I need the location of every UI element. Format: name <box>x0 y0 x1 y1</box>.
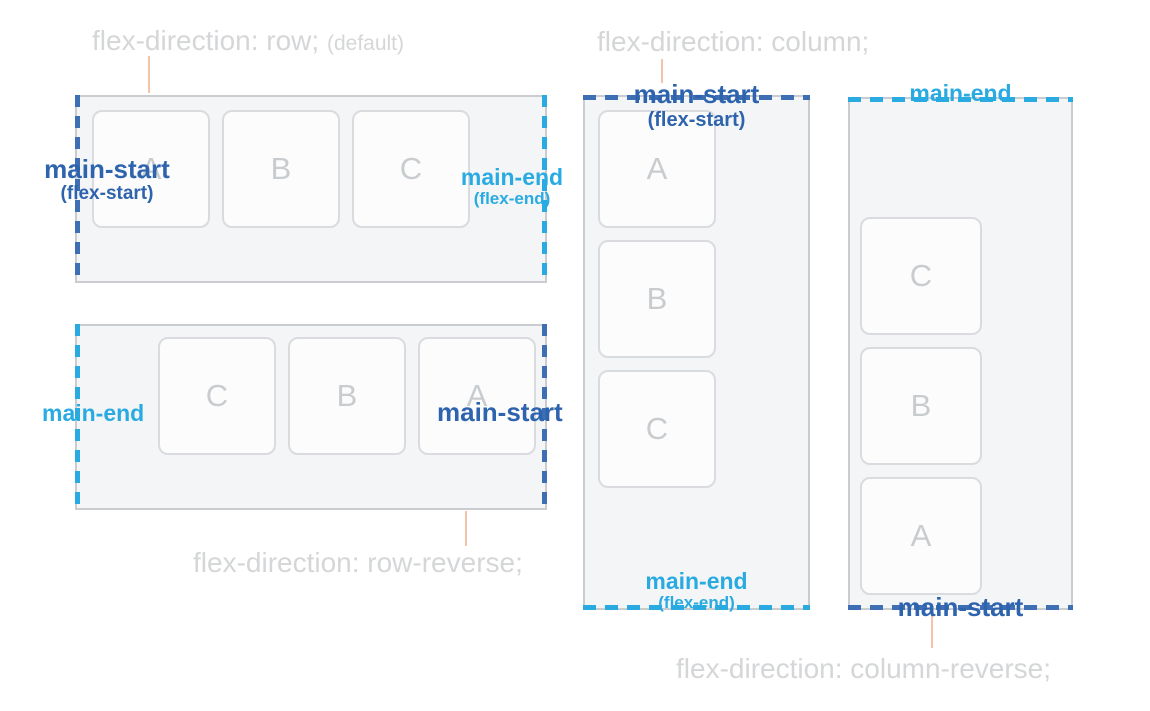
main-end-text: main-end <box>645 568 748 594</box>
flex-item: A <box>92 110 210 228</box>
flex-item: C <box>352 110 470 228</box>
main-start-label-row: main-start (flex-start) <box>28 155 186 204</box>
item-letter: A <box>466 378 488 413</box>
flex-item: A <box>860 477 982 595</box>
main-start-edge-column-reverse <box>848 605 1073 610</box>
main-start-text: main-start <box>633 79 760 109</box>
main-end-edge-column-reverse <box>848 97 1073 102</box>
connector-tick-column <box>661 59 663 83</box>
main-end-label-row-reverse: main-end <box>42 400 145 426</box>
flex-start-text: (flex-start) <box>647 108 746 131</box>
main-end-label-row: main-end (flex-end) <box>452 164 572 209</box>
main-start-label-column-reverse: main-start <box>848 593 1073 622</box>
item-letter: A <box>910 518 932 553</box>
main-end-label-column-reverse: main-end <box>848 80 1073 106</box>
item-letter: B <box>270 151 292 186</box>
main-start-edge-row-reverse <box>542 324 547 510</box>
caption-column-reverse: flex-direction: column-reverse; <box>676 653 1052 684</box>
flex-end-text: (flex-end) <box>473 189 551 209</box>
connector-tick-row-reverse <box>465 511 467 546</box>
main-end-edge-column <box>583 605 810 610</box>
connector-tick-column-reverse <box>931 612 933 648</box>
main-start-text: main-start <box>897 592 1024 622</box>
flex-start-text: (flex-start) <box>60 182 154 204</box>
item-letter: B <box>646 281 668 316</box>
panel-row: A B C <box>75 95 547 283</box>
main-end-text: main-end <box>909 80 1012 106</box>
main-start-text: main-start <box>44 154 170 184</box>
main-end-text: main-end <box>42 400 145 426</box>
caption-row-text: flex-direction: row; <box>92 25 320 56</box>
caption-row: flex-direction: row; (default) <box>92 25 404 57</box>
main-start-edge-column <box>583 95 810 100</box>
flex-item: C <box>860 217 982 335</box>
caption-column: flex-direction: column; <box>597 26 870 57</box>
main-end-label-column: main-end (flex-end) <box>583 568 810 613</box>
item-letter: C <box>205 378 229 413</box>
panel-row-reverse: C B A <box>75 324 547 510</box>
caption-row-reverse: flex-direction: row-reverse; <box>193 547 523 578</box>
panel-column: A B C <box>583 95 810 610</box>
main-start-edge-row <box>75 95 80 283</box>
item-letter: C <box>909 258 933 293</box>
flex-item: A <box>598 110 716 228</box>
main-end-edge-row <box>542 95 547 283</box>
panel-column-reverse: C B A <box>848 97 1073 610</box>
flex-item: A <box>418 337 536 455</box>
flex-item: C <box>158 337 276 455</box>
caption-row-suffix: (default) <box>326 32 405 55</box>
flex-item: B <box>860 347 982 465</box>
main-end-text: main-end <box>460 164 564 190</box>
flex-item: C <box>598 370 716 488</box>
main-start-label-column: main-start (flex-start) <box>583 80 810 131</box>
item-letter: A <box>140 151 162 186</box>
item-letter: A <box>646 151 668 186</box>
main-start-text: main-start <box>437 397 563 427</box>
flex-item: B <box>222 110 340 228</box>
main-start-label-row-reverse: main-start <box>437 398 563 427</box>
item-letter: C <box>399 151 423 186</box>
flex-item: B <box>598 240 716 358</box>
item-letter: B <box>336 378 358 413</box>
item-letter: C <box>645 411 669 446</box>
item-letter: B <box>910 388 932 423</box>
flex-item: B <box>288 337 406 455</box>
connector-tick-row <box>148 56 150 93</box>
flex-end-text: (flex-end) <box>658 593 735 613</box>
main-end-edge-row-reverse <box>75 324 80 510</box>
